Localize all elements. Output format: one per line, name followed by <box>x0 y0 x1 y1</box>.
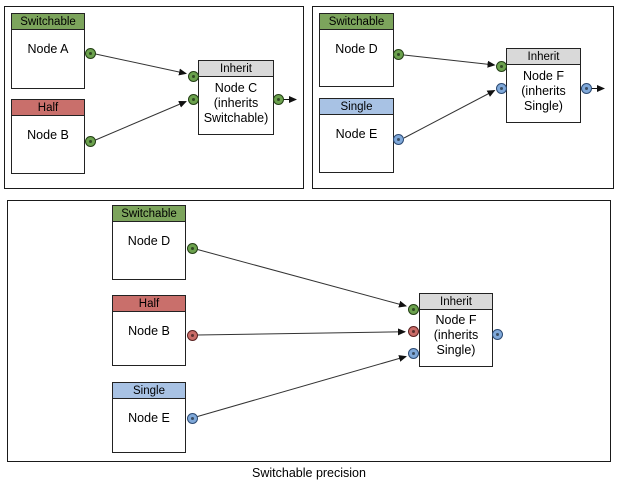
node-b-bottom-header: Half <box>113 296 185 312</box>
node-e-bottom-label: Node E <box>128 411 170 425</box>
output-port-icon <box>84 136 96 147</box>
node-f-label: Node F (inherits Single) <box>521 68 566 113</box>
port-dot <box>191 98 195 101</box>
port-dot <box>397 52 400 56</box>
node-a: Switchable Node A <box>11 13 85 89</box>
port-dot <box>88 51 92 55</box>
output-port-icon <box>186 242 198 254</box>
node-e-header: Single <box>320 99 393 115</box>
node-c: Inherit Node C (inherits Switchable) <box>198 60 274 135</box>
port-dot <box>88 140 92 143</box>
node-d-bottom-header: Switchable <box>113 206 185 222</box>
node-c-label: Node C (inherits Switchable) <box>203 80 269 125</box>
node-e-label: Node E <box>335 127 378 141</box>
node-f-bottom-header: Inherit <box>420 294 492 310</box>
input-port-icon <box>407 326 419 337</box>
node-d-label: Node D <box>335 42 378 56</box>
port-dot <box>190 333 194 337</box>
node-f: Inherit Node F (inherits Single) <box>506 48 581 123</box>
output-port-icon <box>272 94 284 105</box>
node-d-header: Switchable <box>320 14 393 30</box>
input-port-icon <box>187 70 199 82</box>
node-b-label: Node B <box>27 128 69 142</box>
port-dot <box>191 74 195 78</box>
node-f-bottom-label: Node F (inherits Single) <box>433 313 479 357</box>
port-dot <box>190 246 194 250</box>
port-dot <box>276 98 280 101</box>
node-d-bottom-label: Node D <box>127 234 171 248</box>
input-port-icon <box>187 94 199 105</box>
input-port-icon <box>407 303 419 315</box>
input-port-icon <box>495 83 507 94</box>
output-port-icon <box>186 412 198 424</box>
node-b-bottom: Half Node B <box>112 295 186 366</box>
node-f-bottom: Inherit Node F (inherits Single) <box>419 293 493 367</box>
node-b-bottom-label: Node B <box>128 324 170 338</box>
port-dot <box>397 138 400 141</box>
node-f-header: Inherit <box>507 49 580 65</box>
node-b-header: Half <box>12 100 84 116</box>
output-port-icon <box>186 329 198 341</box>
input-port-icon <box>407 348 419 359</box>
port-dot <box>411 352 415 355</box>
port-dot <box>190 416 194 420</box>
node-e: Single Node E <box>319 98 394 173</box>
panel-bottom <box>7 200 611 462</box>
output-port-icon <box>491 328 503 340</box>
output-port-icon <box>580 83 592 94</box>
output-port-icon <box>393 134 404 145</box>
port-dot <box>584 87 588 90</box>
node-e-bottom-header: Single <box>113 383 185 399</box>
input-port-icon <box>495 61 507 72</box>
port-dot <box>411 330 415 333</box>
port-dot <box>495 332 499 336</box>
node-a-label: Node A <box>27 42 69 56</box>
port-dot <box>499 87 503 90</box>
port-dot <box>499 65 503 68</box>
node-e-bottom: Single Node E <box>112 382 186 453</box>
output-port-icon <box>393 48 404 60</box>
node-c-header: Inherit <box>199 61 273 77</box>
diagram-caption: Switchable precision <box>252 466 366 480</box>
output-port-icon <box>84 47 96 59</box>
node-a-header: Switchable <box>12 14 84 30</box>
node-d-bottom: Switchable Node D <box>112 205 186 280</box>
node-b: Half Node B <box>11 99 85 174</box>
port-dot <box>411 307 415 311</box>
node-d: Switchable Node D <box>319 13 394 87</box>
